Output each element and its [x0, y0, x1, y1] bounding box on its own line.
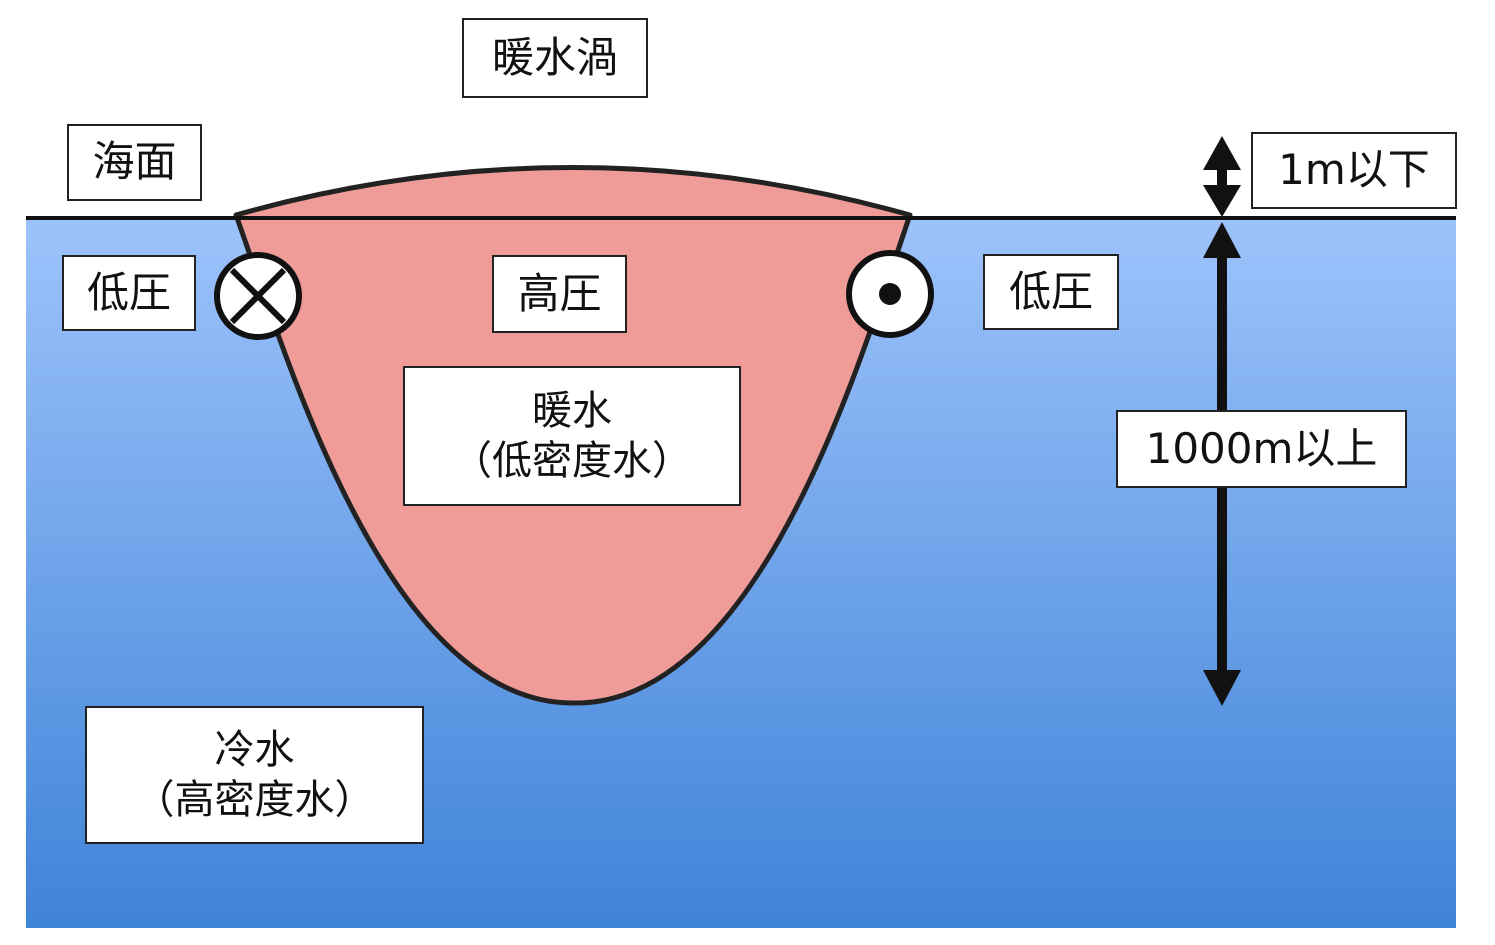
surface-height-arrow	[1203, 136, 1241, 217]
surface-height-label: 1m以下	[1251, 132, 1457, 209]
depth-label: 1000m以上	[1116, 410, 1407, 488]
warm-water-label: 暖水 （低密度水）	[403, 366, 741, 506]
low-pressure-right-label: 低圧	[983, 254, 1119, 330]
low-pressure-left-label: 低圧	[62, 255, 196, 331]
warm-water-density: （低密度水）	[452, 438, 692, 484]
sea-surface-label: 海面	[67, 124, 202, 201]
flow-into-page-icon	[214, 252, 302, 340]
title-text: 暖水渦	[491, 32, 618, 82]
cold-water-name: 冷水	[214, 727, 295, 773]
high-pressure-label: 高圧	[492, 255, 627, 333]
cold-water-label: 冷水 （高密度水）	[85, 706, 424, 844]
title-label: 暖水渦	[462, 18, 648, 98]
warm-water-name: 暖水	[532, 388, 612, 434]
cold-water-density: （高密度水）	[134, 777, 375, 823]
flow-out-of-page-icon	[846, 250, 934, 338]
